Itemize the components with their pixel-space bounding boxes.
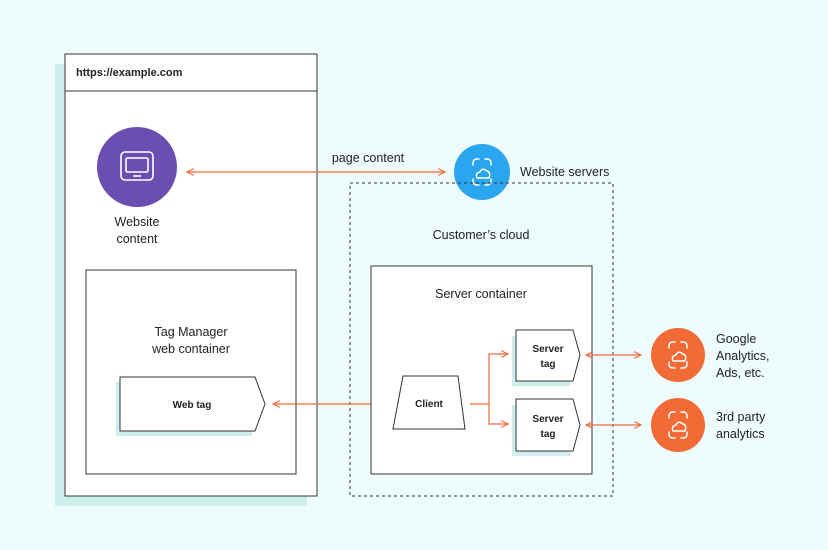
client-box bbox=[392, 375, 466, 430]
page-content-label: page content bbox=[332, 151, 405, 165]
google-label-line3: Ads, etc. bbox=[716, 366, 765, 380]
client-server-tag-1-arrow bbox=[470, 354, 508, 405]
client-server-tag-2-arrow bbox=[488, 404, 508, 424]
client-label: Client bbox=[415, 399, 443, 410]
server-tag-1-label-line1: Server bbox=[532, 344, 563, 355]
server-tag-1-label-line2: tag bbox=[541, 359, 556, 370]
web-container-label-line1: Tag Manager bbox=[155, 325, 228, 339]
cloud-server-icon bbox=[668, 411, 688, 439]
server-tag-2-label-line1: Server bbox=[532, 414, 563, 425]
google-label-line1: Google bbox=[716, 332, 756, 346]
google-label-line2: Analytics, bbox=[716, 349, 770, 363]
customers-cloud-label: Customer’s cloud bbox=[433, 228, 530, 242]
third-party-label-line1: 3rd party bbox=[716, 410, 766, 424]
server-tag-2-label-line2: tag bbox=[541, 429, 556, 440]
website-content-circle bbox=[97, 127, 177, 207]
web-container-label-line2: web container bbox=[151, 342, 230, 356]
web-tag-label: Web tag bbox=[173, 400, 212, 411]
website-content-label-line2: content bbox=[116, 232, 158, 246]
cloud-server-icon bbox=[668, 341, 688, 369]
server-tag-2 bbox=[515, 398, 581, 452]
website-content-label-line1: Website bbox=[115, 215, 160, 229]
cloud-server-icon bbox=[472, 158, 492, 186]
website-servers-circle bbox=[454, 144, 510, 200]
web-container bbox=[85, 269, 297, 475]
third-party-analytics-circle bbox=[651, 398, 705, 452]
server-container-label: Server container bbox=[435, 287, 527, 301]
google-analytics-circle bbox=[651, 328, 705, 382]
browser-url: https://example.com bbox=[76, 67, 183, 79]
website-servers-label: Website servers bbox=[520, 165, 609, 179]
web-tag bbox=[119, 376, 266, 432]
server-tag-1 bbox=[515, 329, 581, 382]
monitor-icon bbox=[120, 151, 154, 181]
third-party-label-line2: analytics bbox=[716, 427, 765, 441]
